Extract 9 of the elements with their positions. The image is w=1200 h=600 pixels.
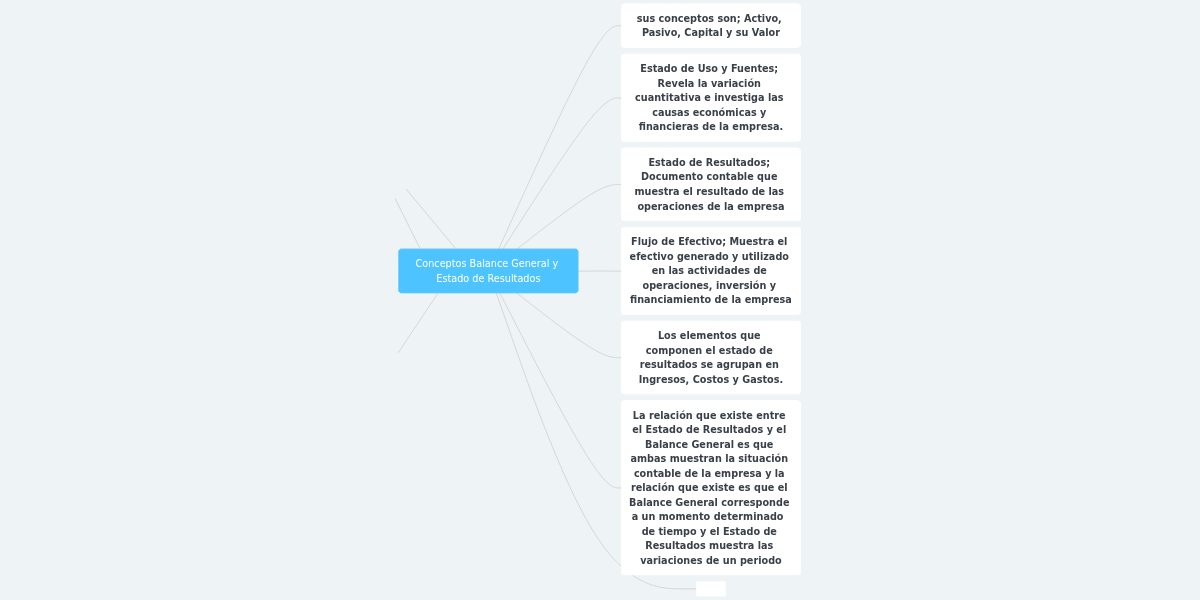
connector-line <box>398 292 439 354</box>
connector <box>516 184 623 250</box>
connector-line <box>406 188 457 250</box>
connector <box>499 292 623 489</box>
connector <box>496 292 698 590</box>
connector <box>498 25 623 250</box>
connector <box>502 97 623 250</box>
node-box <box>696 581 727 597</box>
connector <box>516 292 623 359</box>
